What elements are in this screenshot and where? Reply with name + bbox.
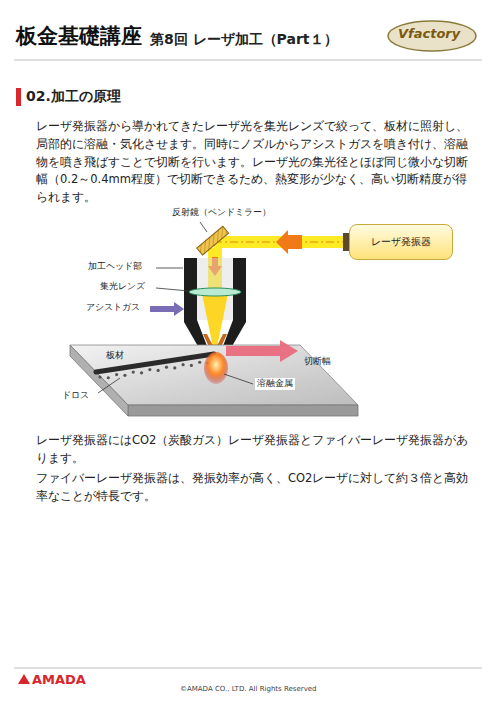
page-subtitle: 第8回 レーザ加工（Part１） bbox=[150, 30, 338, 48]
part-label: ドロス bbox=[62, 390, 89, 402]
part-label: 板材 bbox=[106, 350, 124, 362]
dross bbox=[98, 361, 209, 380]
company-logo: AMADA bbox=[32, 672, 86, 689]
assist-gas-arrow bbox=[150, 302, 184, 316]
plate-edge bbox=[128, 405, 358, 416]
body-paragraph: レーザ発振器にはCO2（炭酸ガス）レーザ発振器とファイバーレーザ発振器があります… bbox=[36, 432, 476, 468]
copyright: ©AMADA CO., LTD. All Rights Reserved bbox=[180, 685, 317, 694]
part-label: アシストガス bbox=[86, 302, 140, 314]
body-paragraph: ファイバーレーザ発振器は、発振効率が高く、CO2レーザに対して約３倍と高効率なこ… bbox=[36, 470, 476, 506]
leader-line bbox=[98, 378, 120, 393]
beam-arrow bbox=[276, 230, 302, 254]
page-title: 板金基礎講座 bbox=[16, 24, 142, 49]
leader-line bbox=[224, 374, 253, 384]
header-rule bbox=[14, 60, 482, 61]
focused-beam bbox=[202, 294, 228, 352]
laser-oscillator-box: レーザ発振器 bbox=[349, 224, 453, 260]
bend-mirror bbox=[197, 226, 229, 255]
section-heading: 02.加工の原理 bbox=[26, 87, 121, 105]
part-label: 加工ヘッド部 bbox=[88, 261, 142, 273]
leader-line bbox=[200, 222, 207, 232]
node-text: レーザ発振器 bbox=[371, 235, 431, 249]
footer-rule bbox=[14, 668, 482, 669]
section-bar bbox=[16, 88, 21, 106]
part-label: 反射鏡（ベンドミラー） bbox=[172, 207, 271, 219]
logo-oval bbox=[388, 21, 476, 51]
leader-line bbox=[156, 288, 189, 291]
plate-side bbox=[70, 345, 128, 416]
condenser-lens bbox=[189, 288, 241, 296]
body-paragraph: レーザ発振器から導かれてきたレーザ光を集光レンズで絞って、板材に照射し、局部的に… bbox=[36, 118, 476, 207]
molten-metal bbox=[204, 352, 228, 384]
leader-line bbox=[156, 268, 183, 269]
part-label: 切断幅 bbox=[304, 356, 331, 368]
logo-text: Vfactory bbox=[398, 26, 460, 43]
cut-width-arrow bbox=[226, 340, 298, 362]
amada-mark bbox=[18, 674, 30, 684]
part-label: 溶融金属 bbox=[255, 378, 295, 390]
part-label: 集光レンズ bbox=[100, 281, 145, 293]
